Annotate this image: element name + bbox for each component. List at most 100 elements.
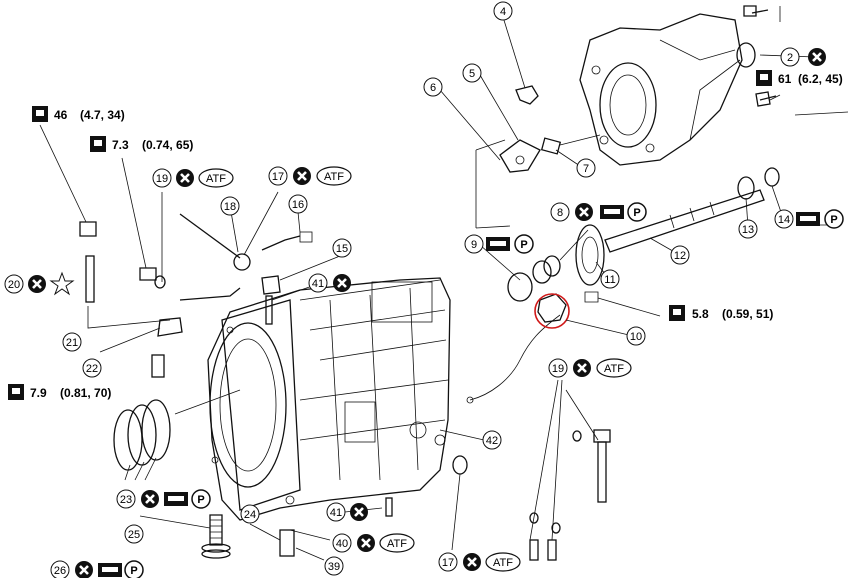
callout-42: 42 bbox=[482, 430, 502, 450]
callout-17-top: 17 bbox=[268, 166, 288, 186]
torque-5-8: 5.8 (0.59, 51) bbox=[669, 305, 773, 321]
svg-text:ATF: ATF bbox=[324, 171, 344, 183]
torque-specs: 46 (4.7, 34) 7.3 (0.74, 65) 61 (6.2, 45)… bbox=[8, 70, 843, 400]
callout-40: 40 bbox=[332, 533, 352, 553]
svg-text:P: P bbox=[830, 214, 837, 226]
svg-text:41: 41 bbox=[330, 507, 342, 519]
torque-7-9: 7.9 (0.81, 70) bbox=[8, 384, 111, 400]
torque-61: 61 (6.2, 45) bbox=[756, 70, 843, 86]
callout-14: 14 bbox=[774, 209, 794, 229]
svg-text:41: 41 bbox=[312, 278, 324, 290]
callout-12: 12 bbox=[670, 245, 690, 265]
callout-10: 10 bbox=[626, 326, 646, 346]
svg-text:P: P bbox=[520, 239, 527, 251]
svg-text:46: 46 bbox=[54, 108, 68, 122]
callout-11: 11 bbox=[600, 269, 620, 289]
svg-text:18: 18 bbox=[224, 201, 236, 213]
svg-text:(0.59, 51): (0.59, 51) bbox=[722, 307, 773, 321]
svg-text:22: 22 bbox=[86, 363, 98, 375]
star-icon bbox=[49, 271, 75, 296]
svg-text:40: 40 bbox=[336, 538, 348, 550]
speed-sensor bbox=[466, 291, 599, 404]
callout-16: 16 bbox=[288, 194, 308, 214]
callout-22: 22 bbox=[82, 358, 102, 378]
callout-23: 23 bbox=[116, 489, 136, 509]
svg-text:14: 14 bbox=[778, 214, 790, 226]
callout-18: 18 bbox=[220, 196, 240, 216]
callout-19-left: 19 bbox=[152, 168, 172, 188]
svg-text:15: 15 bbox=[336, 243, 348, 255]
output-shaft-assembly bbox=[507, 167, 780, 302]
left-parts bbox=[79, 213, 393, 517]
svg-text:21: 21 bbox=[66, 337, 78, 349]
svg-text:16: 16 bbox=[292, 199, 304, 211]
torque-46: 46 (4.7, 34) bbox=[32, 106, 125, 122]
svg-text:20: 20 bbox=[8, 279, 20, 291]
callout-5: 5 bbox=[462, 63, 482, 83]
service-symbols: P P P ATF ATF ATF P ATF ATF P bbox=[26, 46, 844, 578]
svg-text:13: 13 bbox=[742, 224, 754, 236]
svg-text:10: 10 bbox=[630, 331, 642, 343]
svg-text:ATF: ATF bbox=[387, 538, 407, 550]
svg-text:24: 24 bbox=[244, 509, 256, 521]
svg-text:5: 5 bbox=[469, 68, 475, 80]
svg-text:(0.81, 70): (0.81, 70) bbox=[60, 386, 111, 400]
sensor-highlight-circle bbox=[534, 293, 570, 329]
svg-text:23: 23 bbox=[120, 494, 132, 506]
svg-text:25: 25 bbox=[128, 529, 140, 541]
svg-text:5.8: 5.8 bbox=[692, 307, 709, 321]
callout-41-bottom: 41 bbox=[326, 502, 346, 522]
svg-text:(6.2, 45): (6.2, 45) bbox=[798, 72, 843, 86]
parking-pawl-parts bbox=[499, 85, 562, 173]
callout-39: 39 bbox=[324, 556, 344, 576]
svg-text:(0.74, 65): (0.74, 65) bbox=[142, 138, 193, 152]
leader-lines bbox=[39, 16, 816, 561]
callout-13: 13 bbox=[738, 219, 758, 239]
svg-text:39: 39 bbox=[328, 561, 340, 573]
callout-25: 25 bbox=[124, 524, 144, 544]
svg-text:42: 42 bbox=[486, 435, 498, 447]
svg-text:4: 4 bbox=[500, 6, 506, 18]
svg-text:P: P bbox=[633, 207, 640, 219]
svg-text:ATF: ATF bbox=[604, 363, 624, 375]
svg-text:8: 8 bbox=[557, 207, 563, 219]
callout-24: 24 bbox=[240, 504, 260, 524]
callout-20: 20 bbox=[4, 274, 24, 294]
rear-extension-housing bbox=[579, 5, 777, 166]
svg-text:12: 12 bbox=[674, 250, 686, 262]
svg-text:ATF: ATF bbox=[206, 173, 226, 185]
svg-text:P: P bbox=[197, 494, 204, 506]
callout-21: 21 bbox=[62, 332, 82, 352]
callout-26: 26 bbox=[50, 560, 70, 578]
svg-text:9: 9 bbox=[471, 239, 477, 251]
svg-text:2: 2 bbox=[787, 52, 793, 64]
svg-text:6: 6 bbox=[430, 82, 436, 94]
svg-text:11: 11 bbox=[604, 274, 615, 286]
sub-assembly-outline bbox=[475, 6, 849, 229]
svg-text:7.3: 7.3 bbox=[112, 138, 129, 152]
callout-2: 2 bbox=[780, 47, 800, 67]
callout-9: 9 bbox=[464, 234, 484, 254]
callout-8: 8 bbox=[550, 202, 570, 222]
torque-7-3: 7.3 (0.74, 65) bbox=[90, 136, 193, 152]
svg-text:P: P bbox=[130, 565, 137, 577]
svg-text:61: 61 bbox=[778, 72, 792, 86]
callout-15: 15 bbox=[332, 238, 352, 258]
transmission-case bbox=[207, 277, 451, 521]
callouts: 4 5 6 7 2 8 9 10 11 12 13 14 15 16 17 17… bbox=[4, 1, 800, 578]
svg-text:17: 17 bbox=[442, 557, 454, 569]
svg-text:(4.7, 34): (4.7, 34) bbox=[80, 108, 125, 122]
svg-text:7.9: 7.9 bbox=[30, 386, 47, 400]
oil-rings bbox=[113, 399, 171, 471]
callout-41-top: 41 bbox=[308, 273, 328, 293]
callout-17-bottom: 17 bbox=[438, 552, 458, 572]
callout-6: 6 bbox=[423, 77, 443, 97]
svg-text:26: 26 bbox=[54, 565, 66, 577]
callout-4: 4 bbox=[493, 1, 513, 21]
svg-text:ATF: ATF bbox=[493, 557, 513, 569]
svg-text:17: 17 bbox=[272, 171, 284, 183]
callout-19-right: 19 bbox=[548, 358, 568, 378]
callout-7: 7 bbox=[576, 158, 596, 178]
svg-text:19: 19 bbox=[552, 363, 564, 375]
